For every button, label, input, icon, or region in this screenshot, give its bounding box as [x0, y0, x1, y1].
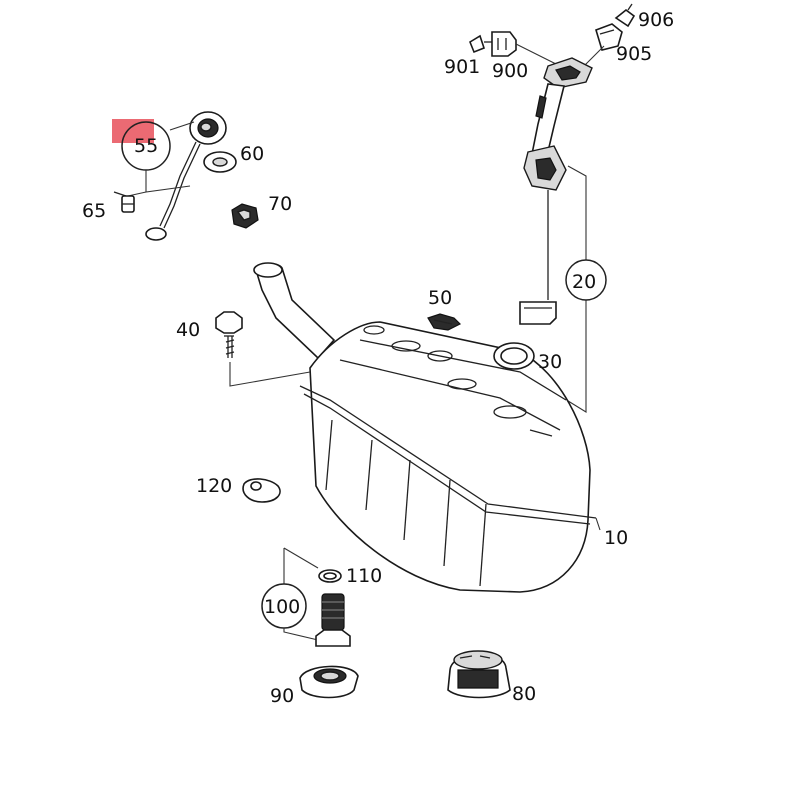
- label-905: 905: [616, 43, 652, 65]
- part-90-locking-ring[interactable]: [299, 665, 359, 699]
- part-40-bolt[interactable]: [215, 311, 243, 358]
- label-10: 10: [604, 527, 628, 549]
- part-900-connector[interactable]: [491, 31, 517, 57]
- label-60: 60: [240, 143, 264, 165]
- label-120: 120: [196, 475, 232, 497]
- label-901: 901: [444, 56, 480, 78]
- label-906: 906: [638, 9, 674, 31]
- label-50: 50: [428, 287, 452, 309]
- label-30: 30: [538, 351, 562, 373]
- callout-20: 20: [565, 259, 607, 301]
- part-20-fuel-sender[interactable]: [519, 57, 593, 325]
- part-70-clip[interactable]: [231, 203, 259, 229]
- label-65: 65: [82, 200, 106, 222]
- part-901-clip[interactable]: [469, 34, 492, 54]
- svg-text:20: 20: [572, 271, 596, 293]
- part-100-filter-pipe[interactable]: [315, 593, 351, 647]
- svg-text:100: 100: [264, 596, 300, 618]
- part-55-filler-cap[interactable]: [145, 111, 227, 241]
- part-905-plug[interactable]: [595, 23, 623, 51]
- leader-110: [283, 547, 319, 569]
- label-40: 40: [176, 319, 200, 341]
- label-70: 70: [268, 193, 292, 215]
- leader-905: [583, 45, 605, 67]
- part-50-clip[interactable]: [427, 313, 462, 331]
- leader-100: [283, 628, 319, 641]
- highlight-55: [112, 119, 154, 143]
- part-80-pump-housing[interactable]: [447, 650, 511, 699]
- callout-100: 100: [261, 583, 307, 629]
- part-120-gasket[interactable]: [242, 478, 281, 503]
- part-110-o-ring[interactable]: [318, 569, 342, 583]
- part-65-bolt[interactable]: [113, 191, 135, 213]
- label-90: 90: [270, 685, 294, 707]
- part-10-fuel-tank[interactable]: [253, 262, 597, 593]
- label-80: 80: [512, 683, 536, 705]
- label-55: 55: [134, 135, 158, 157]
- leader-55-cap: [169, 121, 195, 131]
- part-60-seal-ring[interactable]: [203, 151, 237, 173]
- callout-55[interactable]: 55: [121, 121, 171, 171]
- part-906-connector[interactable]: [614, 3, 636, 28]
- label-900: 900: [492, 60, 528, 82]
- leader-10: [595, 517, 601, 531]
- label-110: 110: [346, 565, 382, 587]
- leader-40: [229, 362, 311, 387]
- leader-900: [515, 43, 557, 65]
- part-30-seal-ring[interactable]: [493, 342, 535, 370]
